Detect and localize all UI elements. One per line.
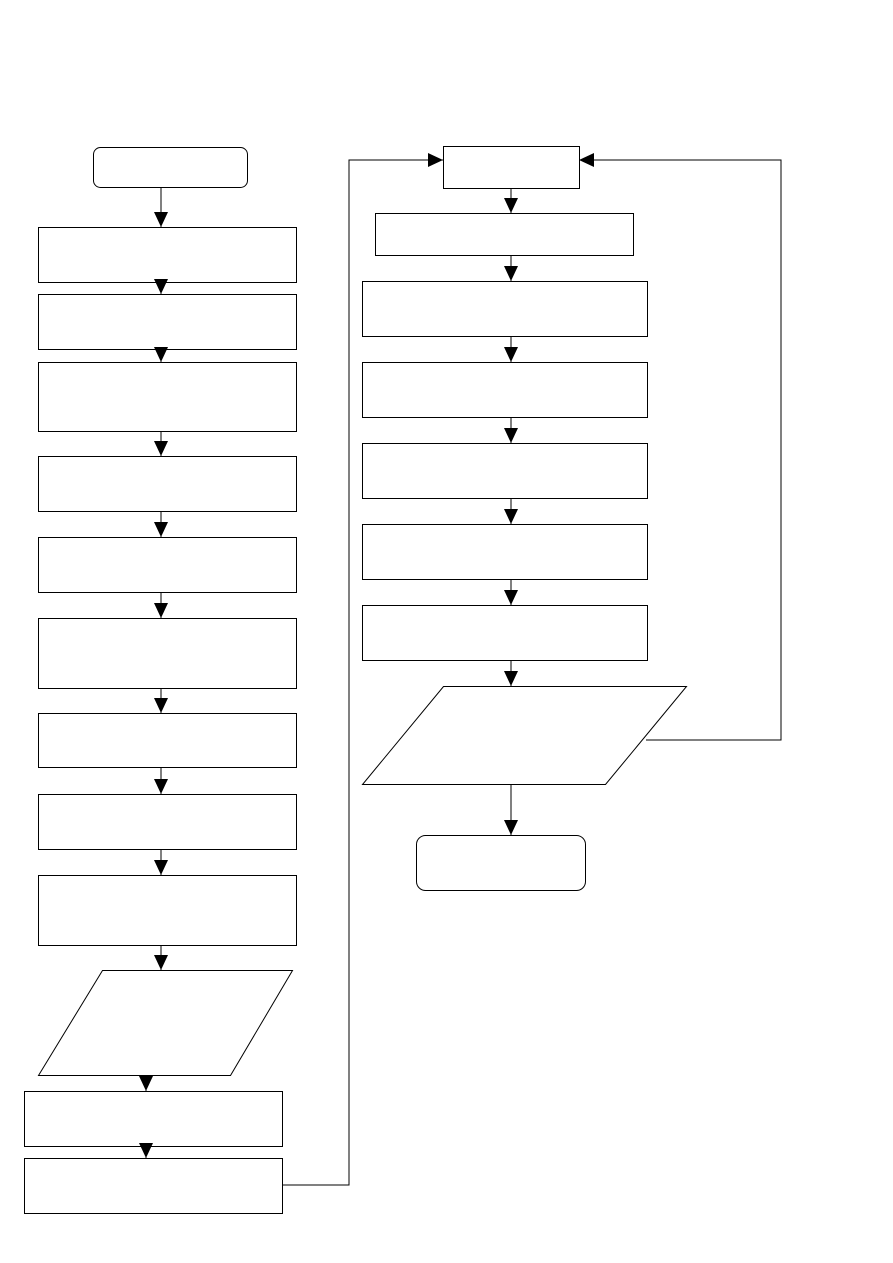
arrowhead-right-step-3-to-right-step-4 xyxy=(504,428,518,443)
left-step-9-process-box xyxy=(38,875,297,946)
arrowhead-left-step-2-to-left-step-3 xyxy=(154,347,168,362)
right-step-5-process-box xyxy=(362,524,648,580)
connector-right-io-to-right-start xyxy=(579,159,782,741)
right-io-io-parallelogram xyxy=(361,686,688,785)
arrowhead-right-step-2-to-right-step-3 xyxy=(504,347,518,362)
arrowhead-left-step-1-to-left-step-2 xyxy=(154,279,168,294)
arrowhead-left-step-11-to-right-start xyxy=(428,153,443,167)
left-step-2-process-box xyxy=(38,294,297,350)
arrowhead-right-step-4-to-right-step-5 xyxy=(504,509,518,524)
left-step-1-process-box xyxy=(38,227,297,283)
right-step-3-process-box xyxy=(362,362,648,418)
left-step-5-process-box xyxy=(38,537,297,593)
connector-left-step-11-to-right-start xyxy=(282,159,443,1186)
left-start-terminator xyxy=(93,147,248,188)
arrowhead-left-step-4-to-left-step-5 xyxy=(154,522,168,537)
arrowhead-left-io-to-left-step-10 xyxy=(139,1076,153,1091)
arrowhead-left-start-to-left-step-1 xyxy=(154,212,168,227)
left-step-6-process-box xyxy=(38,618,297,689)
right-step-2-process-box xyxy=(362,281,648,337)
arrowhead-right-io-to-right-start xyxy=(579,153,594,167)
left-io-io-parallelogram xyxy=(37,970,294,1076)
left-step-8-process-box xyxy=(38,794,297,850)
arrowhead-left-step-7-to-left-step-8 xyxy=(154,779,168,794)
arrowhead-right-step-5-to-right-step-6 xyxy=(504,590,518,605)
right-step-4-process-box xyxy=(362,443,648,499)
arrowhead-right-start-to-right-step-1 xyxy=(504,198,518,213)
right-step-1-process-box xyxy=(375,213,634,256)
left-step-3-process-box xyxy=(38,362,297,432)
left-step-4-process-box xyxy=(38,456,297,512)
arrowhead-left-step-5-to-left-step-6 xyxy=(154,603,168,618)
arrowhead-left-step-3-to-left-step-4 xyxy=(154,441,168,456)
arrowhead-left-step-9-to-left-io xyxy=(154,955,168,970)
right-end-terminator xyxy=(416,835,586,891)
arrowhead-left-step-10-to-left-step-11 xyxy=(139,1143,153,1158)
arrowhead-left-step-6-to-left-step-7 xyxy=(154,698,168,713)
left-step-7-process-box xyxy=(38,713,297,768)
right-start-process-box xyxy=(443,146,580,189)
left-step-10-process-box xyxy=(24,1091,283,1147)
arrowhead-right-io-to-right-end xyxy=(504,820,518,835)
arrowhead-right-step-1-to-right-step-2 xyxy=(504,266,518,281)
left-step-11-process-box xyxy=(24,1158,283,1214)
right-step-6-process-box xyxy=(362,605,648,661)
arrowhead-right-step-6-to-right-io xyxy=(504,671,518,686)
arrowhead-left-step-8-to-left-step-9 xyxy=(154,860,168,875)
